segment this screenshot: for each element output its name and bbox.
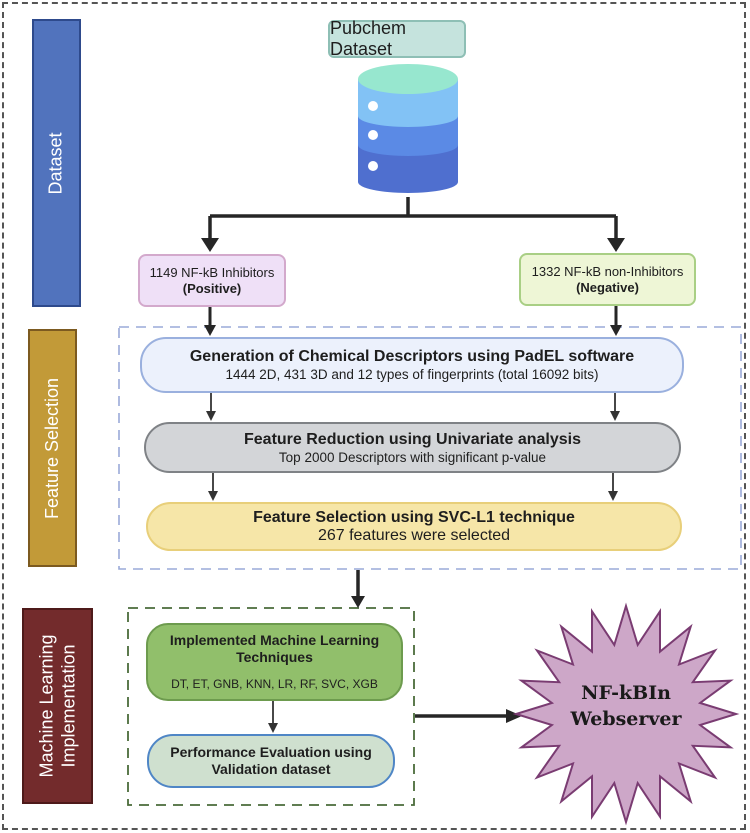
split-connector <box>208 197 618 240</box>
positive-tag: (Positive) <box>182 280 242 296</box>
step-selection-detail: 267 features were selected <box>317 527 511 544</box>
arrow-head-pos-gen <box>204 325 216 336</box>
step-feature-reduction: Feature Reduction using Univariate analy… <box>144 422 681 473</box>
step-reduction-detail: Top 2000 Descriptors with significant p-… <box>278 449 547 465</box>
step-reduction-title: Feature Reduction using Univariate analy… <box>244 430 581 448</box>
negative-count: 1332 NF-kB non-Inhibitors <box>531 263 684 279</box>
step-selection-title: Feature Selection using SVC-L1 technique <box>253 509 575 526</box>
stage-label-ml-implementation: Machine Learning Implementation <box>22 608 93 804</box>
step-feature-selection: Feature Selection using SVC-L1 technique… <box>146 502 682 551</box>
stage-label-dataset: Dataset <box>32 19 81 307</box>
pubchem-dataset-label: Pubchem Dataset <box>328 18 466 59</box>
webserver-label: NF-kBIn Webserver <box>556 680 696 732</box>
negative-class-box: 1332 NF-kB non-Inhibitors (Negative) <box>519 253 696 306</box>
step-ml-techniques: Implemented Machine Learning Techniques … <box>146 623 403 701</box>
webserver-line1: NF-kBIn <box>581 682 671 704</box>
database-icon <box>358 64 458 193</box>
feature-selection-group-border <box>118 326 742 570</box>
evaluation-title: Performance Evaluation using Validation … <box>170 744 372 777</box>
ml-group-border <box>127 607 415 806</box>
webserver-starburst <box>512 602 740 826</box>
step-descriptor-generation: Generation of Chemical Descriptors using… <box>140 337 684 393</box>
step-generation-detail: 1444 2D, 431 3D and 12 types of fingerpr… <box>225 367 599 382</box>
step-performance-evaluation: Performance Evaluation using Validation … <box>147 734 395 788</box>
ml-techniques-list: DT, ET, GNB, KNN, LR, RF, SVC, XGB <box>171 676 378 691</box>
stage-label-feature-selection: Feature Selection <box>28 329 77 567</box>
negative-tag: (Negative) <box>576 279 639 295</box>
step-generation-title: Generation of Chemical Descriptors using… <box>189 348 635 365</box>
webserver-line2: Webserver <box>570 708 682 730</box>
ml-techniques-title: Implemented Machine Learning Techniques <box>169 631 380 665</box>
positive-class-box: 1149 NF-kB Inhibitors (Positive) <box>138 254 286 307</box>
arrow-head-negative <box>607 238 625 252</box>
arrow-head-positive <box>201 238 219 252</box>
positive-count: 1149 NF-kB Inhibitors <box>149 264 275 280</box>
arrow-head-neg-gen <box>610 325 622 336</box>
